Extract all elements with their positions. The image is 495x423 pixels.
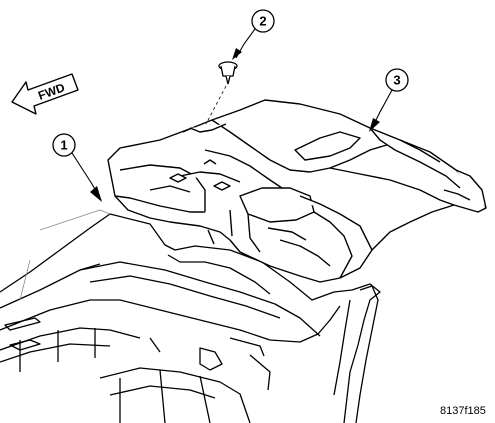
callout-3-circle — [385, 68, 409, 92]
callout-1-circle — [52, 133, 76, 157]
callout-2-circle — [251, 9, 275, 33]
carpet-assembly — [107, 99, 487, 283]
callout-3-number: 3 — [393, 73, 400, 88]
callout-1-number: 1 — [60, 138, 67, 153]
callout-2-number: 2 — [259, 14, 266, 29]
callout-1: 1 — [52, 133, 102, 202]
callout-1-arrowhead — [90, 186, 102, 202]
callout-2: 2 — [232, 9, 275, 60]
callout-2-arrowhead — [232, 48, 242, 60]
vehicle-floor-pan — [0, 209, 381, 423]
fwd-arrow-indicator: FWD — [11, 73, 79, 115]
figure-id: 8137f185 — [440, 405, 486, 417]
callout-3-arrowhead — [369, 118, 380, 132]
push-pin-fastener — [205, 61, 238, 125]
fwd-arrow-icon — [11, 73, 79, 115]
callout-3: 3 — [369, 68, 409, 132]
